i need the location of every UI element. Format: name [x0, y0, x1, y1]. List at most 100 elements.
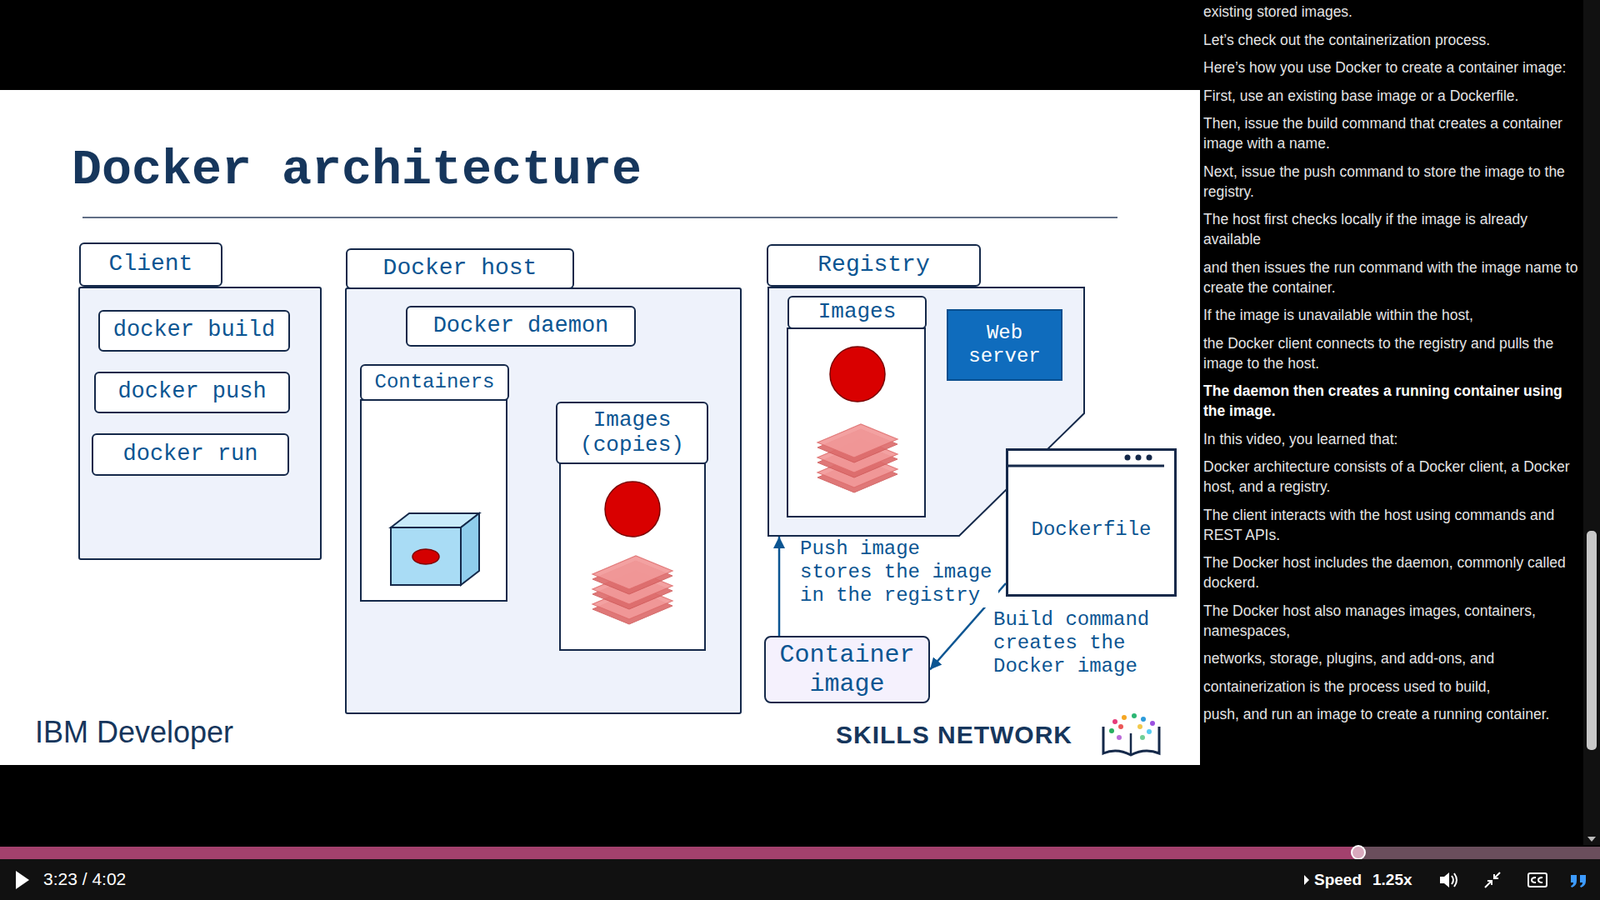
transcript-line: The daemon then creates a running contai… — [1203, 380, 1579, 421]
transcript-line: push, and run an image to create a runni… — [1203, 704, 1579, 725]
command-box: docker run — [91, 433, 290, 476]
registry-images-box: Images — [786, 327, 926, 518]
transcript-line: and then issues the run command with the… — [1203, 257, 1579, 298]
box-label: docker run — [122, 441, 258, 468]
progress-bar — [0, 845, 1600, 860]
label-holder: networks, storage, plugins, and add-ons,… — [1203, 648, 1579, 669]
heading-tab: Registry — [766, 244, 981, 287]
label-holder: Then, issue the build command that creat… — [1203, 113, 1579, 154]
transcript-line: existing stored images. — [1203, 1, 1579, 22]
transcript-line: the Docker client connects to the regist… — [1203, 333, 1579, 374]
transcript-line: The Docker host includes the daemon, com… — [1203, 552, 1579, 593]
brand-logo-text: SKILLS NETWORK — [835, 720, 1073, 750]
label-holder: IBM Developer — [35, 714, 234, 750]
transcript-scrollbar — [1583, 0, 1600, 845]
box-label: Docker daemon — [433, 313, 610, 340]
box-label: Container image — [772, 640, 922, 699]
arrow-connector — [778, 536, 781, 636]
heading-text: Docker host — [383, 255, 538, 282]
transcript-line: In this video, you learned that: — [1203, 429, 1579, 450]
heading-text: Registry — [817, 251, 930, 279]
label-holder: The client interacts with the host using… — [1203, 505, 1579, 545]
label-holder: Next, issue the push command to store th… — [1203, 161, 1579, 202]
label-holder: Speed — [1314, 870, 1362, 890]
label-holder: The Docker host also manages images, con… — [1203, 600, 1579, 641]
transcript-line: Here’s how you use Docker to create a co… — [1203, 57, 1579, 78]
transcript-panel: existing stored images. Let’s check out t… — [1203, 1, 1579, 733]
label-holder: The Docker host includes the daemon, com… — [1203, 552, 1579, 593]
play-button — [15, 870, 30, 890]
containers-box: Containers — [360, 399, 508, 602]
label-holder: containerization is the process used to … — [1203, 676, 1579, 697]
command-box: docker build — [98, 310, 290, 352]
speed-value: 1.25x — [1372, 870, 1413, 890]
host-panel: Docker daemonContainersImages (copies)Do… — [345, 287, 742, 715]
transcript-icon — [1570, 875, 1586, 888]
control-bar — [0, 859, 1600, 900]
slide-title: Docker architecture — [71, 141, 642, 200]
transcript-line: networks, storage, plugins, and add-ons,… — [1203, 648, 1579, 669]
label-holder: The daemon then creates a running contai… — [1203, 380, 1579, 421]
slide-background — [0, 90, 1200, 765]
label-holder: If the image is unavailable within the h… — [1203, 305, 1579, 325]
transcript-line: Then, issue the build command that creat… — [1203, 113, 1579, 154]
web-server-box: Web server — [946, 309, 1063, 381]
label-holder: existing stored images. — [1203, 1, 1579, 22]
skills-network-icon — [1103, 713, 1160, 755]
heading-text: Images — [818, 300, 897, 325]
speed-label: Speed — [1314, 870, 1362, 890]
heading-tab: Containers — [360, 364, 510, 401]
brand-logo-text: IBM Developer — [35, 714, 234, 750]
label-holder: SKILLS NETWORK — [835, 720, 1073, 750]
heading-text: Containers — [374, 370, 495, 395]
heading-text: Images (copies) — [565, 408, 699, 459]
heading-text: Client — [109, 250, 194, 278]
label-holder: the Docker client connects to the regist… — [1203, 333, 1579, 374]
edge-label: Build command creates the Docker image — [991, 608, 1159, 679]
captions-icon — [1528, 873, 1547, 887]
heading-tab: Images (copies) — [555, 401, 709, 465]
label-holder: Push image stores the image in the regis… — [798, 537, 999, 608]
command-box: docker push — [94, 371, 290, 414]
speed-arrow — [1304, 875, 1310, 885]
label-holder: First, use an existing base image or a D… — [1203, 85, 1579, 106]
exit-fullscreen-icon — [1485, 872, 1500, 888]
box-label: Web server — [955, 321, 1055, 368]
title-rule — [82, 216, 1118, 219]
time-display: 3:23 / 4:02 — [43, 868, 126, 890]
label-holder: Docker architecture consists of a Docker… — [1203, 456, 1579, 497]
label-holder: Let’s check out the containerization pro… — [1203, 30, 1579, 50]
heading-tab: Images — [787, 295, 927, 330]
container-image-box: Container image — [764, 635, 930, 704]
label-holder: Here’s how you use Docker to create a co… — [1203, 57, 1579, 78]
transcript-line: The host first checks locally if the ima… — [1203, 209, 1579, 250]
label-holder: The host first checks locally if the ima… — [1203, 209, 1579, 250]
transcript-line: The Docker host also manages images, con… — [1203, 600, 1579, 641]
transcript-line: If the image is unavailable within the h… — [1203, 305, 1579, 325]
daemon-box: Docker daemon — [405, 305, 636, 347]
image-layers-icon — [559, 462, 706, 651]
transcript-line: Next, issue the push command to store th… — [1203, 161, 1579, 202]
label-holder: push, and run an image to create a runni… — [1203, 704, 1579, 725]
transcript-line: The client interacts with the host using… — [1203, 505, 1579, 545]
image-copies-box: Images (copies) — [559, 462, 706, 651]
volume-icon — [1440, 872, 1457, 888]
heading-tab: Client — [79, 242, 223, 287]
dockerfile-window: Dockerfile — [1005, 448, 1177, 597]
transcript-line: First, use an existing base image or a D… — [1203, 85, 1579, 106]
container-cube — [360, 399, 508, 602]
box-label: docker push — [117, 379, 266, 405]
label-holder: In this video, you learned that: — [1203, 429, 1579, 450]
label-holder: 1.25x — [1372, 870, 1413, 890]
label-holder: and then issues the run command with the… — [1203, 257, 1579, 298]
box-label: Dockerfile — [1030, 518, 1151, 542]
client-panel: docker builddocker pushdocker runClient — [78, 286, 322, 560]
image-layers-icon — [786, 327, 926, 518]
label-holder: 3:23 / 4:02 — [43, 868, 126, 890]
transcript-line: Let’s check out the containerization pro… — [1203, 30, 1579, 50]
label-holder: Build command creates the Docker image — [991, 608, 1159, 679]
transcript-line: containerization is the process used to … — [1203, 676, 1579, 697]
transcript-line: Docker architecture consists of a Docker… — [1203, 456, 1579, 497]
box-label: docker build — [113, 317, 275, 344]
